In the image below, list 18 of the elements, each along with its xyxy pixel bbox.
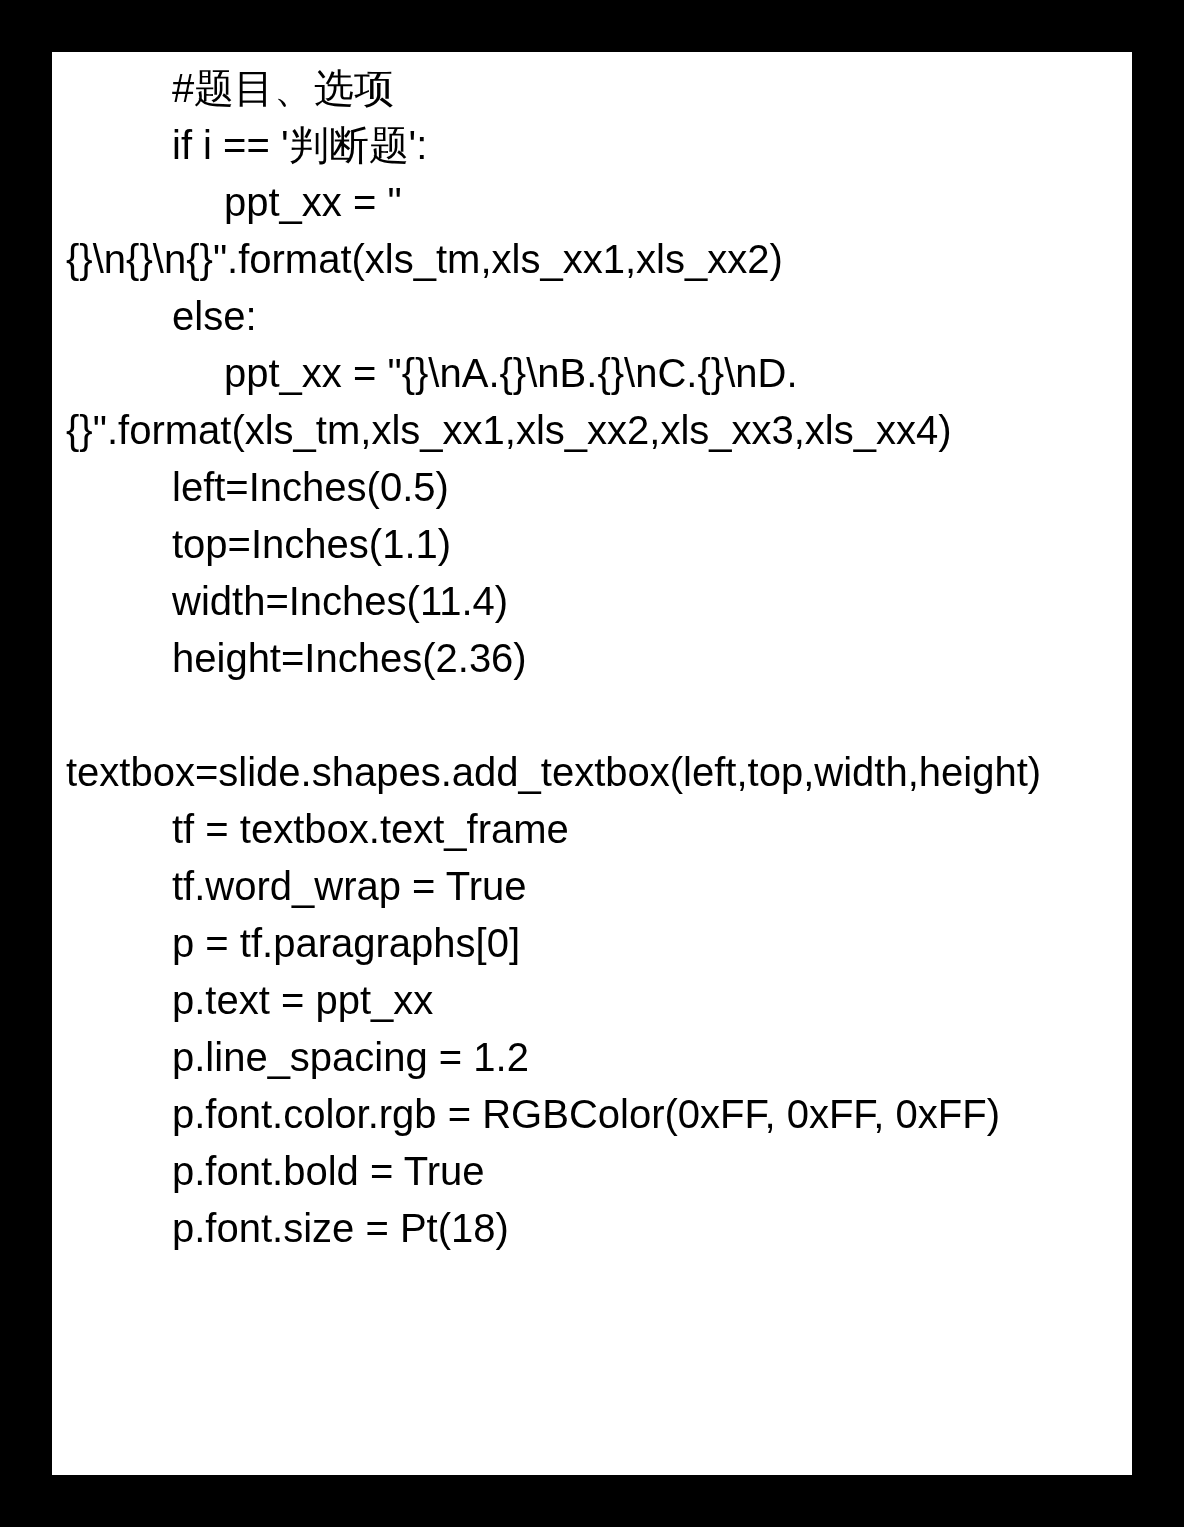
code-line: p.text = ppt_xx <box>171 977 435 1024</box>
code-line: textbox=slide.shapes.add_textbox(left,top,width,height) <box>66 749 1043 796</box>
code-line: p.line_spacing = 1.2 <box>171 1034 530 1081</box>
code-line: left=Inches(0.5) <box>171 464 450 511</box>
code-line: p = tf.paragraphs[0] <box>171 920 521 967</box>
code-line: width=Inches(11.4) <box>171 578 510 625</box>
code-line: p.font.size = Pt(18) <box>171 1205 510 1252</box>
code-line: tf.word_wrap = True <box>171 863 528 910</box>
code-line: height=Inches(2.36) <box>171 635 528 682</box>
code-line: p.font.bold = True <box>171 1148 486 1195</box>
code-line: #题目、选项 <box>171 65 396 112</box>
code-line: else: <box>171 293 258 340</box>
code-line: tf = textbox.text_frame <box>171 806 570 853</box>
code-line: p.font.color.rgb = RGBColor(0xFF, 0xFF, 0xFF) <box>171 1091 1002 1138</box>
code-line: top=Inches(1.1) <box>171 521 453 568</box>
code-line: if i == '判断题': <box>171 122 429 169</box>
code-line: ppt_xx = "{}\nA.{}\nB.{}\nC.{}\nD.{}".format(xls_tm,xls_xx1,xls_xx2,xls_xx3,xls_xx4) <box>66 350 953 454</box>
code-line: ppt_xx = "{}\n{}\n{}".format(xls_tm,xls_xx1,xls_xx2) <box>66 179 784 283</box>
